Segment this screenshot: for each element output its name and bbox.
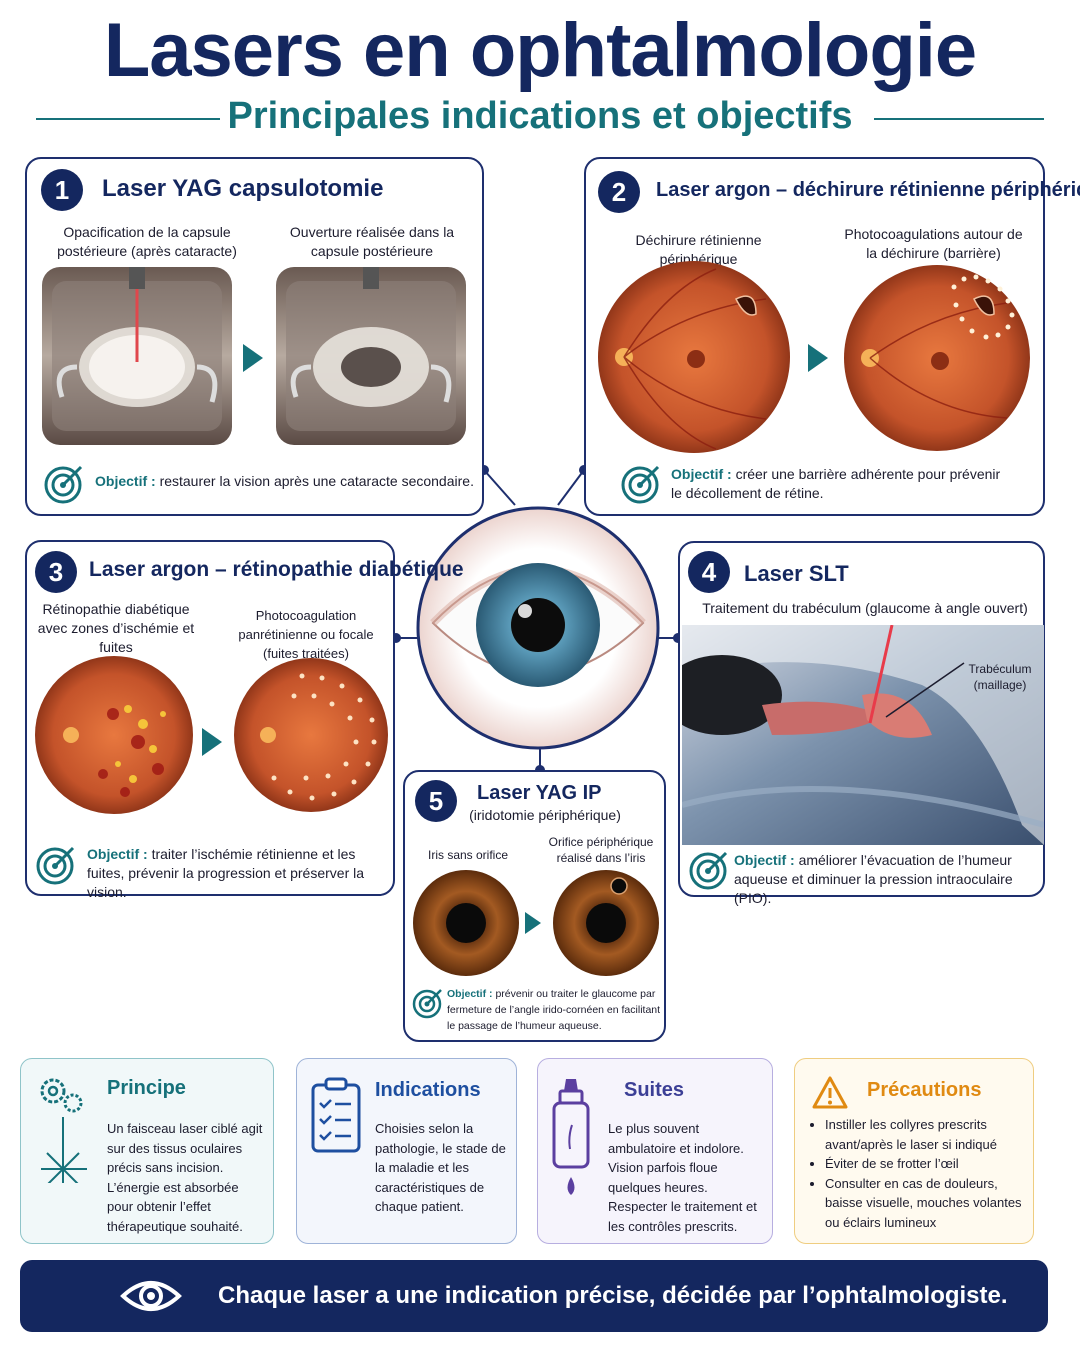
panretinal-photocoagulation-illustration [234, 658, 388, 812]
trabecular-meshwork-illustration [682, 625, 1044, 845]
clipboard-checklist-icon [311, 1077, 361, 1153]
trabeculum-callout: Trabéculum (maillage) [968, 662, 1032, 692]
arrow-right-icon [808, 344, 828, 372]
target-icon [621, 465, 660, 504]
card-title: Laser YAG capsulotomie [102, 175, 384, 202]
after-caption: Photocoagulation panrétinienne ou focale… [238, 608, 374, 661]
card-slt-laser: 4 Laser SLT Traitement du trabéculum (gl… [678, 541, 1045, 906]
title-rule-left [36, 118, 220, 120]
arrow-right-icon [202, 728, 222, 756]
card-title: Laser argon – rétinopathie diabétique [89, 558, 464, 581]
objective-text: Objectif : traiter l’ischémie rétinienne… [87, 845, 387, 902]
objective-label: Objectif : [734, 852, 795, 868]
objective-value: prévenir ou traiter le glaucome par ferm… [447, 988, 661, 1032]
info-title: Principe [107, 1077, 186, 1099]
target-icon [36, 846, 75, 885]
list-item: Instiller les collyres prescrits avant/a… [825, 1115, 1031, 1154]
info-text: Le plus souvent ambulatoire et indolore.… [608, 1121, 757, 1234]
list-item: Éviter de se frotter l’œil [825, 1154, 1031, 1174]
card-number-badge: 2 [598, 171, 640, 213]
card-number-badge: 5 [415, 780, 457, 822]
central-eye-illustration [416, 506, 660, 750]
info-precautions: Précautions Instiller les collyres presc… [794, 1058, 1034, 1244]
info-title: Suites [624, 1079, 685, 1101]
info-text: Un faisceau laser ciblé agit sur des tis… [107, 1121, 263, 1234]
target-icon [44, 465, 83, 504]
warning-triangle-icon [812, 1076, 848, 1109]
card-subtitle: (iridotomie périphérique) [469, 807, 621, 823]
before-caption: Rétinopathie diabétique avec zones d’isc… [37, 601, 195, 655]
info-title: Précautions [867, 1079, 982, 1101]
card-title: Laser YAG IP [477, 782, 602, 804]
objective-text: Objectif : améliorer l’évacuation de l’h… [734, 851, 1042, 908]
retinal-tear-illustration [598, 261, 790, 453]
eye-icon [120, 1281, 182, 1311]
objective-label: Objectif : [87, 846, 148, 862]
iris-without-orifice-illustration [413, 870, 519, 976]
arrow-right-icon [525, 912, 541, 934]
card-number-badge: 3 [35, 551, 77, 593]
after-caption: Ouverture réalisée dans la capsule posté… [289, 224, 455, 259]
title-rule-right [874, 118, 1044, 120]
objective-text: Objectif : restaurer la vision après une… [95, 472, 475, 491]
before-caption: Opacification de la capsule postérieure … [57, 224, 237, 259]
list-item: Consulter en cas de douleurs, baisse vis… [825, 1174, 1031, 1233]
objective-text: Objectif : créer une barrière adhérente … [671, 465, 1001, 503]
precautions-list: Instiller les collyres prescrits avant/a… [809, 1115, 1031, 1232]
objective-value: améliorer l’évacuation de l’humeur aqueu… [734, 852, 1013, 906]
photocoagulation-barrier-illustration [844, 265, 1030, 451]
card-yag-capsulotomy: 1 Laser YAG capsulotomie Opacification d… [25, 157, 484, 516]
card-argon-retinal-tear: 2 Laser argon – déchirure rétinienne pér… [584, 157, 1080, 516]
footer-message: Chaque laser a une indication précise, d… [218, 1282, 1008, 1309]
arrow-right-icon [243, 344, 263, 372]
objective-label: Objectif : [447, 988, 493, 1000]
eye-drops-bottle-icon [552, 1079, 590, 1195]
target-icon [689, 851, 728, 890]
card-title: Laser argon – déchirure rétinienne périp… [656, 179, 1080, 201]
info-indications: Indications Choisies selon la pathologie… [296, 1058, 517, 1244]
target-icon [412, 989, 442, 1019]
footer-banner: Chaque laser a une indication précise, d… [20, 1260, 1048, 1332]
diabetic-retinopathy-illustration [35, 656, 193, 814]
iris-with-orifice-illustration [553, 870, 659, 976]
objective-value: créer une barrière adhérente pour préven… [671, 466, 1001, 501]
objective-text: Objectif : prévenir ou traiter le glauco… [447, 986, 665, 1034]
objective-value: restaurer la vision après une cataracte … [159, 473, 474, 489]
before-caption: Iris sans orifice [427, 848, 509, 862]
info-principe: Principe Un faisceau laser ciblé agit su… [20, 1058, 274, 1244]
page-subtitle: Principales indications et objectifs [227, 95, 853, 137]
card-number-badge: 1 [41, 169, 83, 211]
objective-label: Objectif : [671, 466, 732, 482]
card-yag-iridotomy: 5 Laser YAG IP (iridotomie périphérique)… [403, 770, 666, 1042]
page-title: Lasers en ophtalmologie [103, 8, 977, 93]
info-title: Indications [375, 1079, 481, 1101]
after-caption: Photocoagulations autour de la déchirure… [844, 226, 1023, 261]
objective-label: Objectif : [95, 473, 156, 489]
info-text: Choisies selon la pathologie, le stade d… [375, 1121, 506, 1214]
treatment-caption: Traitement du trabéculum (glaucome à ang… [702, 600, 1028, 616]
objective-value: traiter l’ischémie rétinienne et les fui… [87, 846, 365, 900]
card-title: Laser SLT [744, 561, 849, 586]
card-number-badge: 4 [688, 551, 730, 593]
capsule-opening-illustration [276, 267, 466, 445]
card-argon-diabetic-retinopathy: 3 Laser argon – rétinopathie diabétique … [25, 540, 464, 900]
gears-laser-icon [40, 1078, 87, 1183]
info-suites: Suites Le plus souvent ambulatoire et in… [537, 1058, 773, 1244]
after-caption: Orifice périphérique réalisé dans l’iris [548, 835, 654, 865]
opacified-capsule-illustration [42, 267, 232, 445]
